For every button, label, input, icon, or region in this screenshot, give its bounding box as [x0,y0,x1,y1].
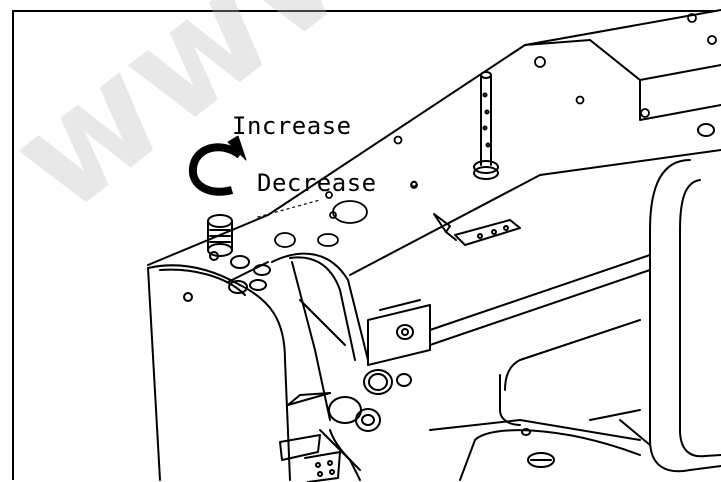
label-dot [410,181,418,189]
figure-frame [12,10,715,480]
lower-plate [279,434,341,482]
needle-mechanism [287,299,431,481]
decrease-label: Decrease [257,169,377,197]
arm-body [429,254,651,481]
tension-knob [207,214,233,261]
rear-cover [649,123,721,473]
rotate-cw-arc-icon [188,135,247,196]
thread-guide [433,213,521,246]
spool-pin [473,71,499,180]
head-guides [227,255,271,294]
face-plate [147,264,291,481]
increase-label: Increase [232,112,352,140]
leader-line [257,199,321,218]
take-up-cover [271,252,369,421]
